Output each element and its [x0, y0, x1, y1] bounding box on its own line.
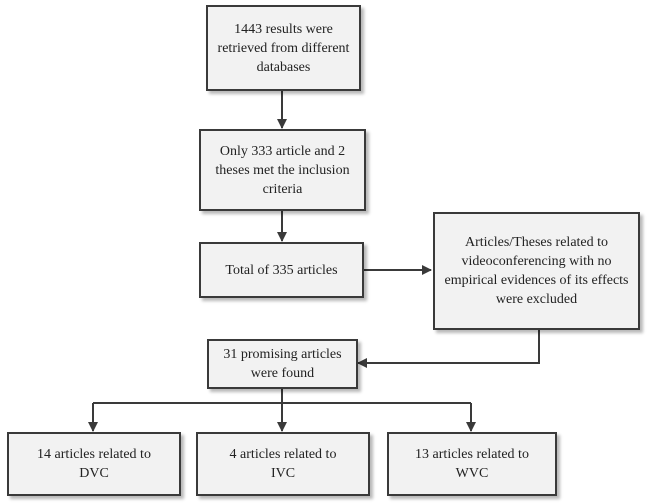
box-ivc-text: 4 articles related to IVC	[229, 447, 337, 481]
box-inclusion-text: Only 333 article and 2 theses met the in…	[215, 143, 350, 197]
box-retrieved-text: 1443 results were retrieved from differe…	[217, 21, 350, 75]
box-wvc: 13 articles related to WVC	[387, 432, 557, 496]
box-total-text: Total of 335 articles	[225, 262, 338, 278]
box-excluded-text: Articles/Theses related to videoconferen…	[444, 235, 629, 307]
box-promising: 31 promising articles were found	[207, 339, 358, 389]
box-wvc-text: 13 articles related to WVC	[415, 447, 529, 481]
box-inclusion: Only 333 article and 2 theses met the in…	[199, 129, 366, 211]
box-total: Total of 335 articles	[199, 242, 364, 298]
box-ivc: 4 articles related to IVC	[196, 432, 370, 496]
box-promising-text: 31 promising articles were found	[223, 347, 342, 381]
box-dvc-text: 14 articles related to DVC	[37, 447, 151, 481]
arrow-excluded-to-promising	[357, 330, 540, 368]
box-dvc: 14 articles related to DVC	[7, 432, 181, 496]
box-retrieved: 1443 results were retrieved from differe…	[206, 5, 361, 91]
box-excluded: Articles/Theses related to videoconferen…	[433, 212, 640, 330]
